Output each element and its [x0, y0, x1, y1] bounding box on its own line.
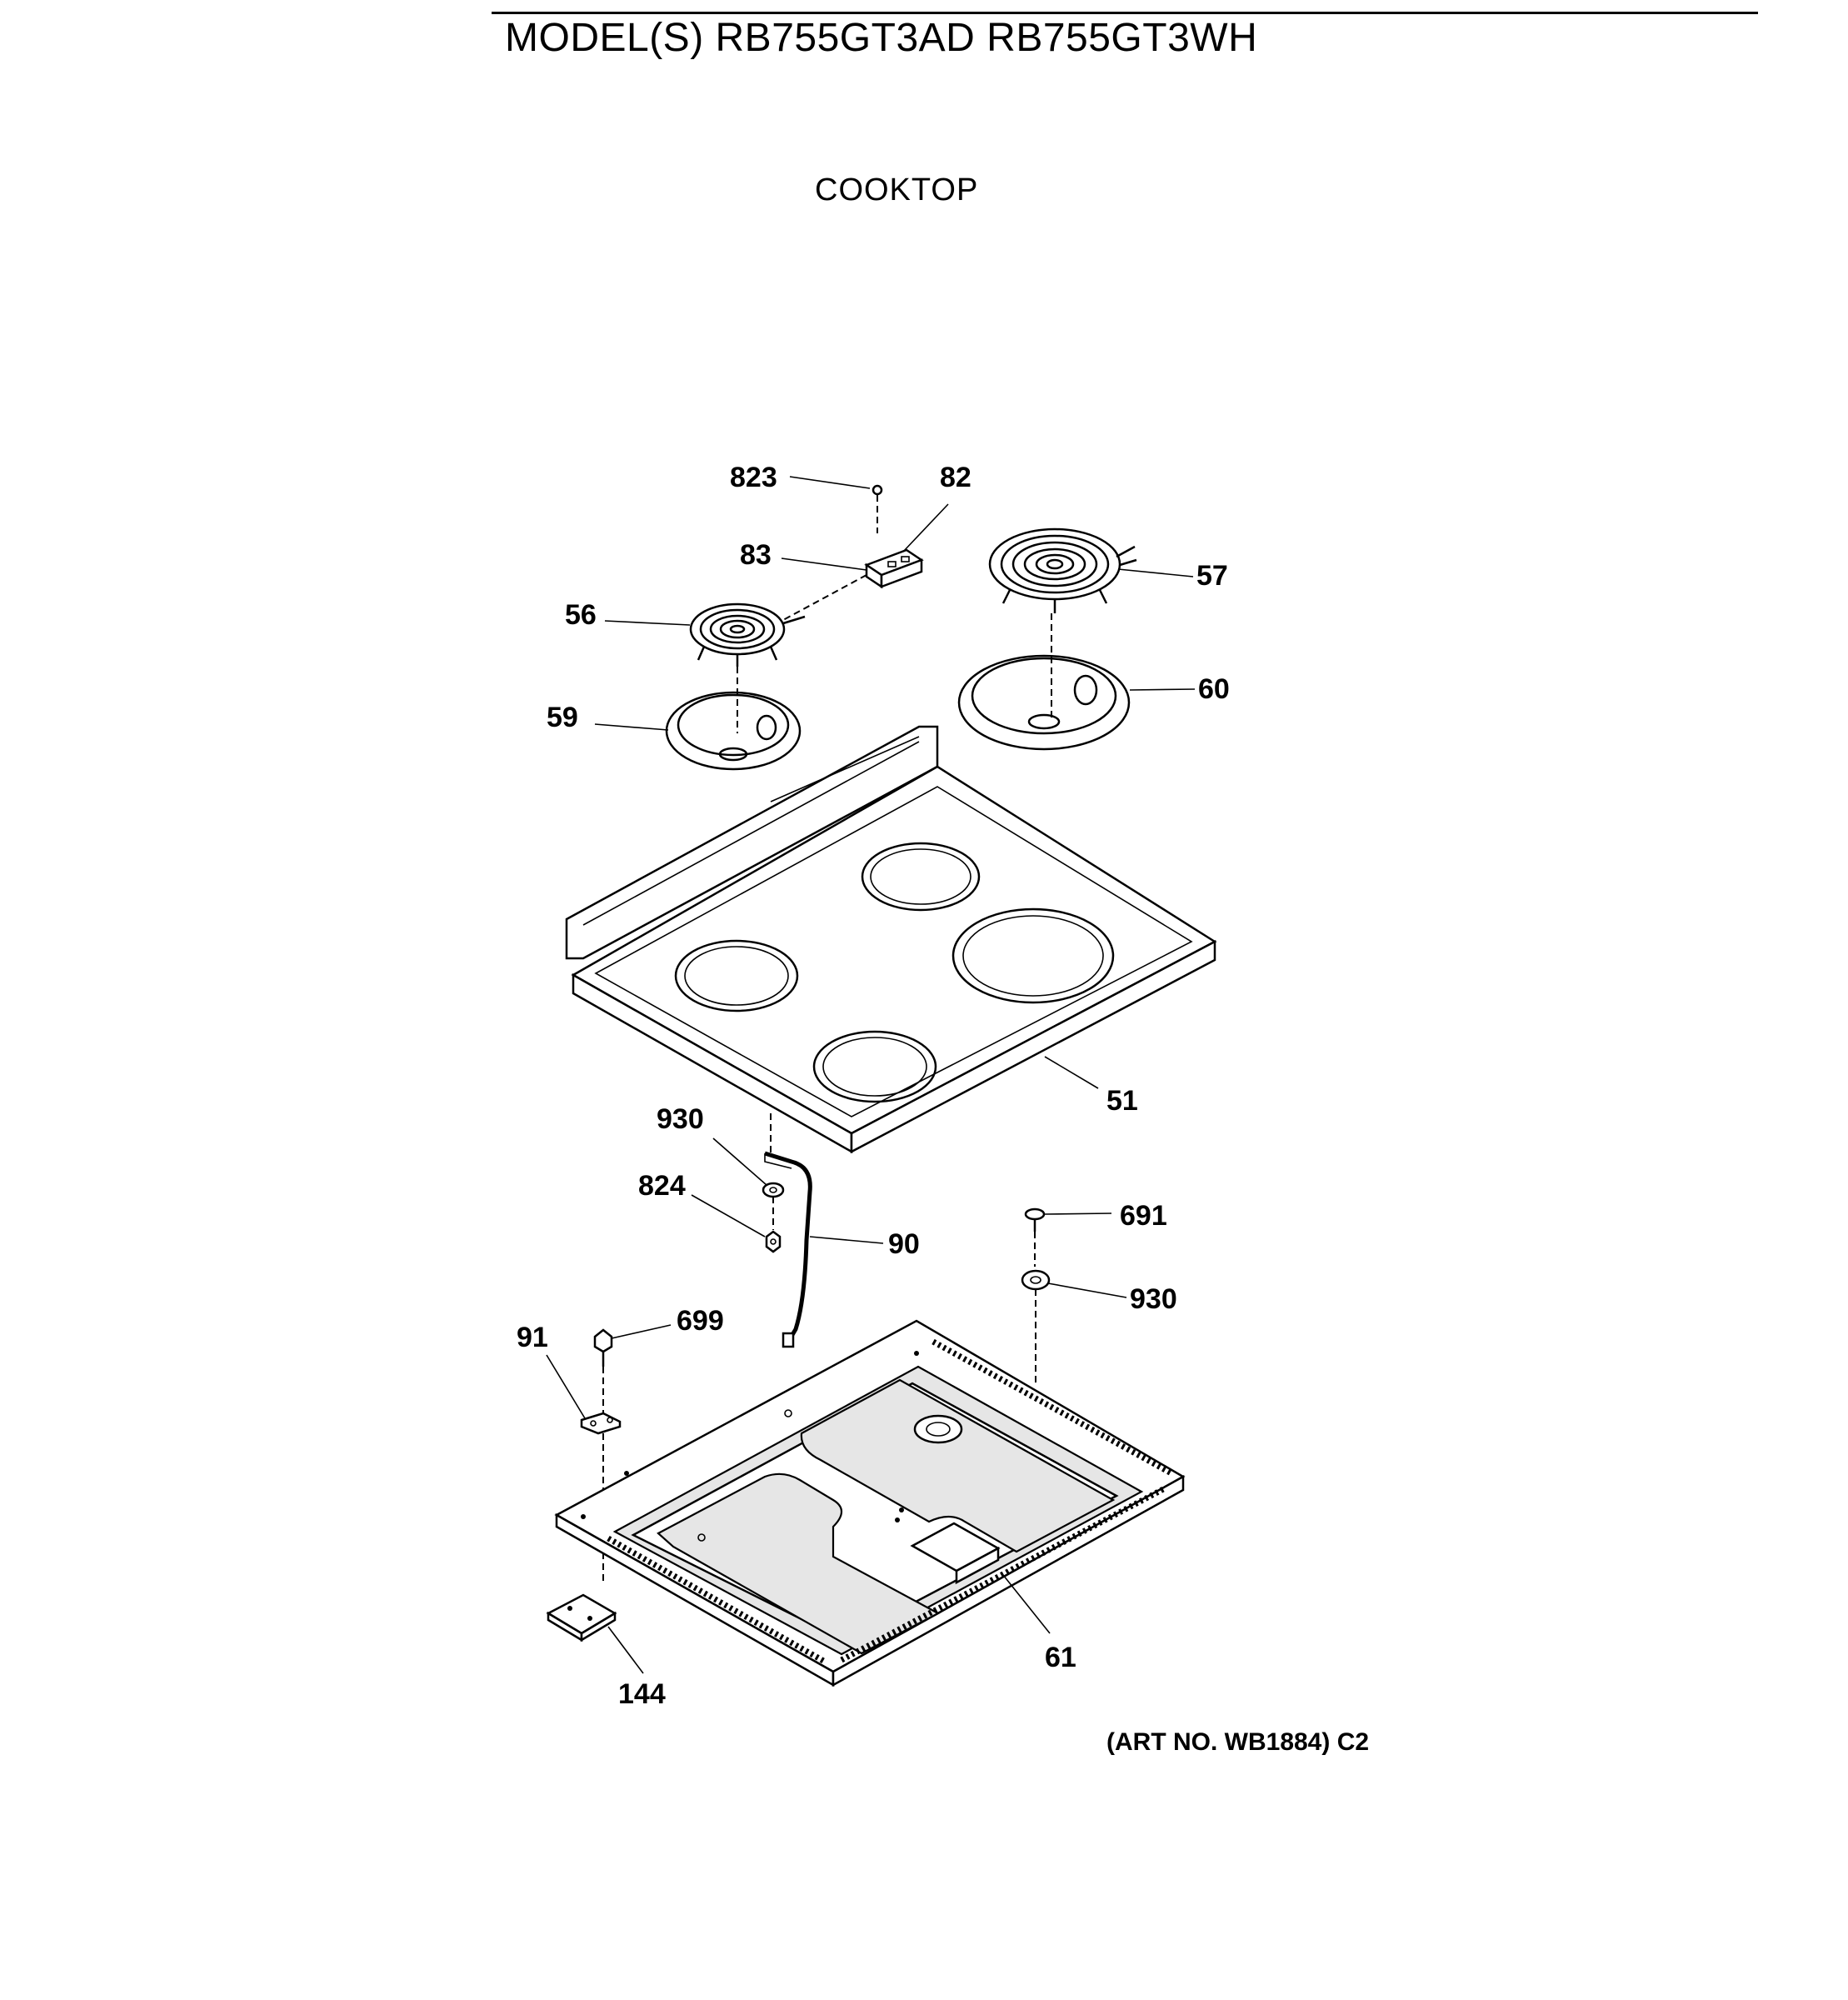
leader-lines — [546, 476, 1196, 1674]
burner-box-61 — [554, 1319, 1186, 1688]
screw-699 — [593, 1328, 613, 1367]
plate-144 — [546, 1593, 617, 1642]
callout-691: 691 — [1120, 1200, 1167, 1232]
surface-element-57 — [988, 528, 1137, 613]
wire-harness-90 — [764, 1151, 812, 1348]
callout-699: 699 — [677, 1305, 724, 1337]
callout-57: 57 — [1196, 560, 1228, 592]
terminal-block-82 — [864, 548, 924, 589]
drip-pan-59 — [665, 691, 802, 771]
bracket-91 — [580, 1412, 622, 1435]
callout-59: 59 — [547, 702, 578, 733]
callout-60: 60 — [1198, 673, 1230, 705]
callout-144: 144 — [618, 1678, 666, 1710]
callout-90: 90 — [888, 1228, 920, 1260]
wire-leader-83 — [782, 574, 867, 621]
screw-691 — [1024, 1208, 1046, 1232]
header-rule — [492, 12, 1758, 14]
art-number: (ART NO. WB1884) C2 — [1106, 1728, 1370, 1756]
screw-823 — [872, 484, 883, 533]
section-title: COOKTOP — [815, 172, 979, 208]
callout-930-lower: 930 — [1130, 1283, 1177, 1315]
surface-element-56 — [689, 602, 806, 667]
callout-56: 56 — [565, 599, 597, 631]
drip-pan-60 — [957, 654, 1131, 751]
callout-91: 91 — [517, 1322, 548, 1353]
cooktop-51 — [565, 725, 1217, 1154]
callout-823: 823 — [730, 462, 777, 493]
nut-824 — [765, 1230, 782, 1253]
callout-61: 61 — [1045, 1642, 1076, 1673]
callout-930-upper: 930 — [657, 1103, 704, 1135]
callout-83: 83 — [740, 539, 772, 571]
callout-51: 51 — [1106, 1085, 1138, 1117]
callout-82: 82 — [940, 462, 971, 493]
washer-930-lower — [1021, 1269, 1051, 1291]
callout-824: 824 — [638, 1170, 686, 1202]
page-title: MODEL(S) RB755GT3AD RB755GT3WH — [505, 16, 1258, 60]
